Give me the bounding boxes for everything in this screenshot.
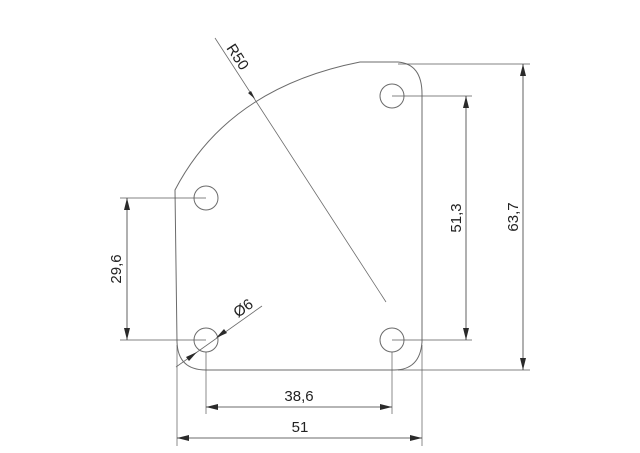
- hole-spacing-arrow-left: [206, 404, 218, 410]
- width-arrow-left: [177, 435, 189, 441]
- left-spacing-arrow-top: [124, 198, 130, 210]
- vertical-spacing-arrow-bottom: [463, 328, 469, 340]
- width-label: 51: [292, 419, 309, 436]
- radius-arrowhead: [248, 91, 255, 99]
- diameter-arrow-outer: [216, 329, 227, 338]
- diameter-arrow-inner: [186, 352, 197, 361]
- hole-spacing-label: 38,6: [284, 388, 313, 405]
- left-spacing-arrow-bottom: [124, 328, 130, 340]
- width-arrow-right: [410, 435, 422, 441]
- hole-spacing-arrow-right: [380, 404, 392, 410]
- vertical-spacing-label: 51,3: [448, 203, 465, 232]
- left-spacing-label: 29,6: [108, 254, 125, 283]
- height-arrow-top: [520, 64, 526, 76]
- radius-leader-line: [214, 37, 387, 303]
- height-label: 63,7: [505, 202, 522, 231]
- height-arrow-bottom: [520, 358, 526, 370]
- plate-outline: [174, 61, 423, 371]
- diameter-label: Ø6: [230, 296, 256, 322]
- vertical-spacing-arrow-top: [463, 96, 469, 108]
